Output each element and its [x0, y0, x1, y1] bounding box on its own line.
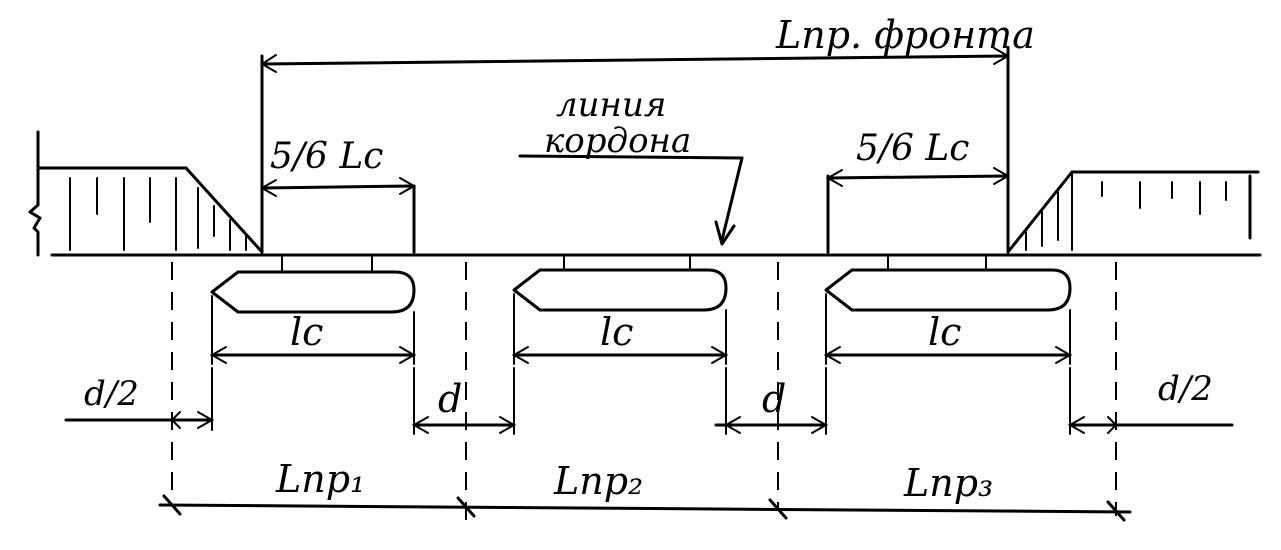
left-warehouse-block — [259, 177, 417, 254]
vessel-3 — [824, 254, 1072, 312]
vessel-2 — [512, 254, 728, 312]
gap-dims — [64, 367, 1234, 435]
front-length-dimension — [260, 46, 1011, 254]
curb-line-leader — [518, 154, 744, 246]
vessel-1-length-label: lc — [290, 310, 323, 354]
vessel-2-length-label: lc — [600, 310, 633, 354]
five-sixth-left-label: 5/6 Lc — [270, 136, 383, 177]
right-embankment — [1006, 170, 1260, 254]
berth-1-label: Lпр₁ — [275, 457, 365, 501]
gap-2-label: d — [762, 377, 786, 421]
berth-2-label: Lпр₂ — [553, 459, 643, 503]
vessel-3-length-label: lc — [928, 310, 961, 354]
berth-3-label: Lпр₃ — [903, 461, 993, 505]
front-length-label: Lпр. фронта — [775, 13, 1035, 57]
right-warehouse-block — [825, 167, 1011, 254]
vessel-length-dims — [209, 293, 1073, 365]
half-gap-left-label: d/2 — [84, 374, 139, 414]
half-gap-right-label: d/2 — [1158, 369, 1213, 409]
five-sixth-right-label: 5/6 Lc — [856, 128, 969, 169]
berth-length-dims — [158, 494, 1132, 522]
curb-line-label-1: линия — [556, 85, 666, 125]
vessel-1 — [210, 254, 416, 314]
left-embankment — [28, 130, 264, 257]
curb-line-label-2: кордона — [544, 121, 691, 161]
gap-1-label: d — [438, 377, 462, 421]
